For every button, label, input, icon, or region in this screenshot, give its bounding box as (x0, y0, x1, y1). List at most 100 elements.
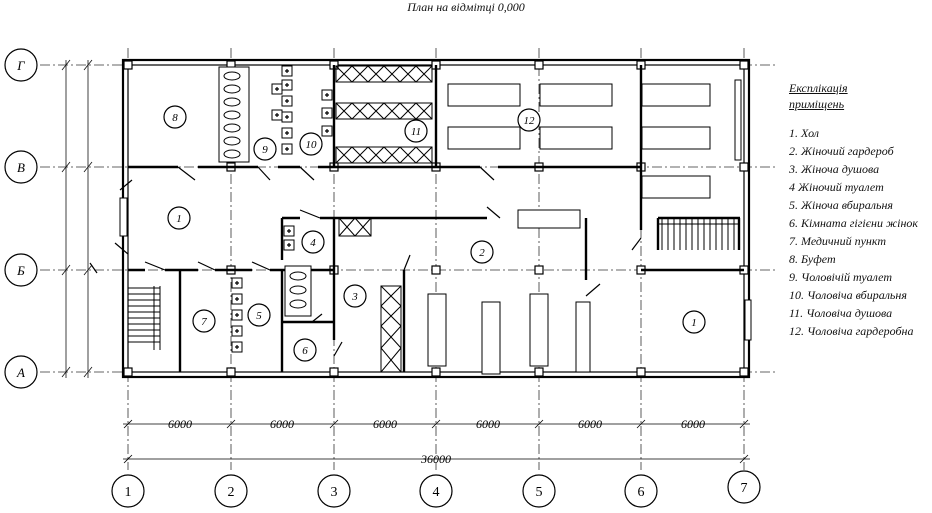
room-number: 12 (524, 115, 536, 127)
column-axis-circle (727, 470, 761, 504)
room-number: 10 (306, 139, 318, 151)
legend-item: 4 Жіночий туалет (789, 180, 884, 194)
room-number: 1 (691, 317, 697, 329)
legend-item: 5. Жіноча вбиральня (789, 198, 894, 212)
plan-title: План на відмітці 0,000 (407, 0, 525, 14)
room-marker: 3 (343, 284, 367, 308)
column-axis-marker: 7 (727, 470, 761, 504)
benches-women (427, 293, 591, 375)
room-markers: 8 9 10 11 12 1 4 2 7 5 3 6 1 (163, 105, 706, 362)
legend-title: Експлікація приміщень (789, 80, 932, 112)
room-marker-circle (299, 132, 323, 156)
room-number: 8 (172, 112, 178, 124)
span-dimension: 6000 (578, 417, 602, 431)
room-marker: 10 (299, 132, 323, 156)
toilet-stalls-men (218, 66, 250, 163)
column-axis-marker: 5 (522, 474, 556, 508)
dimension-lines (123, 419, 750, 464)
column-axis-label: 4 (433, 485, 440, 500)
room-number: 11 (411, 126, 421, 138)
column-axis-marker: 3 (317, 474, 351, 508)
sink-crosses (235, 69, 329, 349)
total-dimension: 36000 (420, 452, 451, 466)
room-marker-circle (163, 105, 187, 129)
span-dimension: 6000 (681, 417, 705, 431)
row-axis-marker: Б (4, 253, 38, 287)
legend-item: 3. Жіноча душова (789, 162, 880, 176)
legend-item: 2. Жіночий гардероб (789, 144, 894, 158)
legend-list: 1. Хол 2. Жіночий гардероб 3. Жіноча душ… (789, 124, 932, 340)
room-number: 5 (256, 310, 262, 322)
room-marker-circle (343, 284, 367, 308)
room-marker: 5 (247, 303, 271, 327)
span-dimension: 6000 (168, 417, 192, 431)
left-dimension-lines (61, 59, 93, 378)
room-marker-circle (167, 206, 191, 230)
row-axis-label: В (17, 160, 25, 175)
legend-item: 7. Медичний пункт (789, 234, 887, 248)
room-marker-circle (470, 240, 494, 264)
room-marker: 6 (293, 338, 317, 362)
room-marker-circle (517, 108, 541, 132)
room-marker: 1 (167, 206, 191, 230)
windows (119, 79, 752, 341)
stairs-right (658, 218, 740, 250)
stairs-left (128, 286, 161, 350)
room-number: 9 (262, 144, 268, 156)
row-axis-circle (4, 253, 38, 287)
legend-title-line2: приміщень (789, 97, 845, 111)
column-axis-label: 1 (125, 485, 132, 500)
room-marker-circle (253, 137, 277, 161)
legend-item: 9. Чоловічій туалет (789, 270, 893, 284)
column-axis-circle (111, 474, 145, 508)
row-axis-label: А (16, 365, 25, 380)
room-marker-circle (682, 310, 706, 334)
column-axis-circle (214, 474, 248, 508)
room-number: 7 (201, 316, 207, 328)
room-number: 1 (176, 213, 182, 225)
toilet-stalls-women (284, 265, 312, 317)
room-number: 6 (302, 345, 308, 357)
doors (89, 105, 642, 357)
column-axis-marker: 4 (419, 474, 453, 508)
column-axis-label: 7 (741, 481, 748, 496)
room-marker: 4 (301, 230, 325, 254)
room-marker: 2 (470, 240, 494, 264)
column-axis-label: 5 (536, 485, 543, 500)
column-axis-circle (419, 474, 453, 508)
row-axis-marker: Г (4, 48, 38, 82)
room-marker-circle (192, 309, 216, 333)
column-axis-label: 2 (228, 485, 235, 500)
row-axis-label: Б (16, 263, 25, 278)
legend: Експлікація приміщень 1. Хол 2. Жіночий … (789, 80, 932, 340)
room-number: 3 (351, 291, 358, 303)
column-axis-label: 3 (331, 485, 338, 500)
room-marker-circle (293, 338, 317, 362)
room-number: 4 (310, 237, 316, 249)
span-dimension: 6000 (476, 417, 500, 431)
column-axis-circle (317, 474, 351, 508)
column-axis-circle (522, 474, 556, 508)
room-marker: 9 (253, 137, 277, 161)
room-number: 2 (479, 247, 485, 259)
span-dimension: 6000 (270, 417, 294, 431)
room-marker: 8 (163, 105, 187, 129)
interior-walls (128, 65, 744, 372)
row-axis-label: Г (16, 58, 25, 73)
span-dimension: 6000 (373, 417, 397, 431)
column-axis-circle (624, 474, 658, 508)
legend-title-line1: Експлікація (789, 81, 848, 95)
legend-item: 12. Чоловіча гардеробна (789, 324, 914, 338)
room-marker: 11 (404, 119, 428, 143)
legend-item: 8. Буфет (789, 252, 836, 266)
legend-item: 6. Кімната гігієни жінок (789, 216, 919, 230)
room-marker: 7 (192, 309, 216, 333)
legend-item: 10. Чоловіча вбиральня (789, 288, 907, 302)
row-axis-marker: В (4, 150, 38, 184)
showers (335, 65, 433, 373)
legend-item: 11. Чоловіча душова (789, 306, 893, 320)
room-marker: 1 (682, 310, 706, 334)
column-axis-marker: 1 (111, 474, 145, 508)
